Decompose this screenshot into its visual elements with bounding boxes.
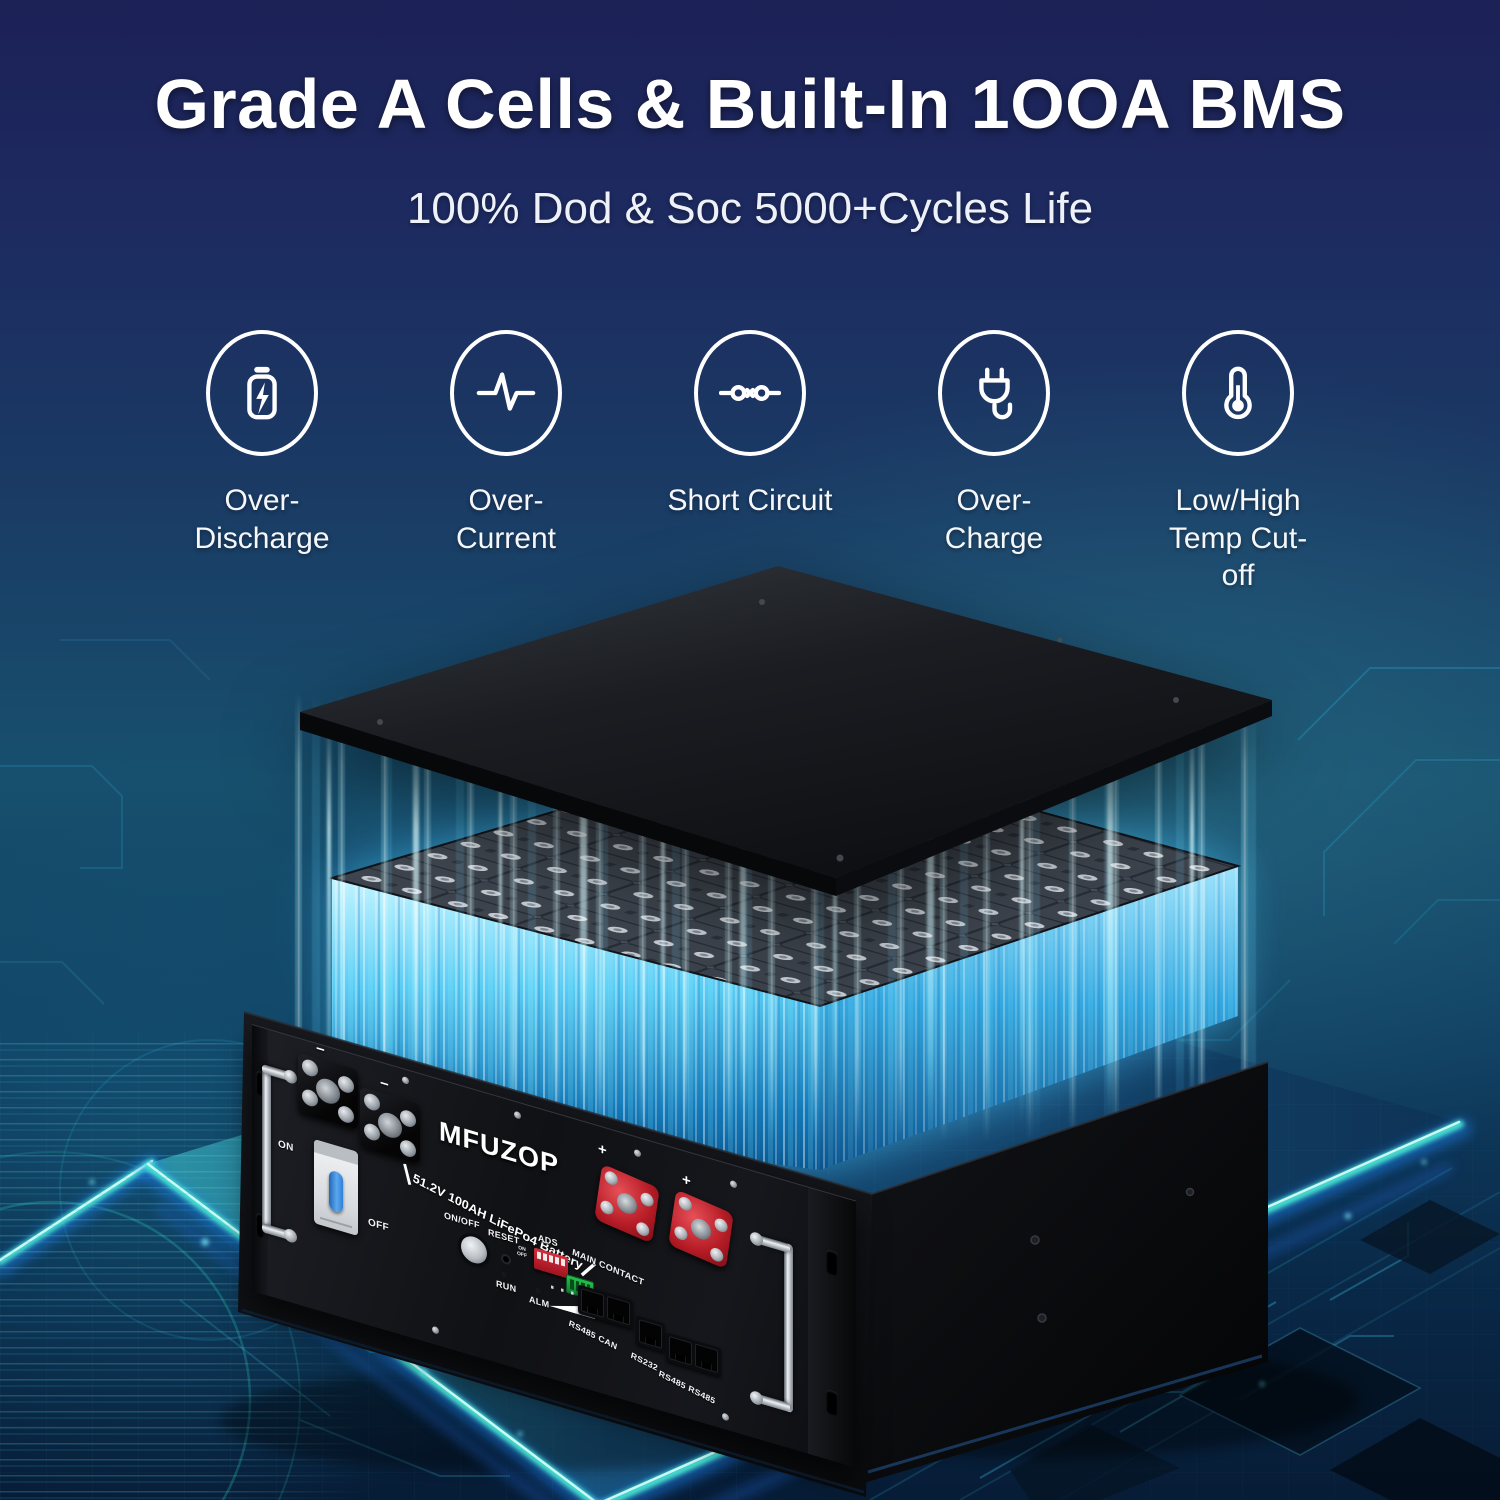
- feature-temp-cutoff: Low/High Temp Cut-off: [1116, 330, 1360, 595]
- power-button: [461, 1233, 487, 1267]
- panel-screw: [432, 1325, 439, 1335]
- handle-bar: [784, 1242, 793, 1414]
- thermometer-icon: [1182, 330, 1294, 456]
- plug-icon: [938, 330, 1050, 456]
- port-label: RS232: [629, 1350, 659, 1373]
- feature-label: Over-Current: [455, 484, 557, 555]
- handle-bar: [262, 1063, 271, 1235]
- page-title: Grade A Cells & Built-In 1OOA BMS: [154, 65, 1346, 143]
- header: Grade A Cells & Built-In 1OOA BMS 100% D…: [0, 0, 1500, 234]
- handle-arm: [758, 1234, 790, 1254]
- rack-ear-right: [808, 1187, 856, 1468]
- feature-label: Over-Charge: [944, 484, 1044, 555]
- feature-label: Over-Discharge: [194, 484, 330, 555]
- handle-mount: [284, 1227, 297, 1245]
- run-label: RUN: [496, 1278, 517, 1295]
- alm-led: [536, 1288, 540, 1294]
- rj45-jack: [639, 1319, 662, 1349]
- port-rs485-rs485: [666, 1332, 721, 1378]
- reset-hole: [503, 1255, 509, 1264]
- brand-name: MFUZOP: [439, 1115, 559, 1181]
- model-text: 51.2V 100AH LiFePo4 Battery: [403, 1163, 633, 1300]
- handle-mount: [750, 1389, 763, 1407]
- positive-sign: +: [598, 1140, 607, 1160]
- negative-sign: −: [316, 1039, 325, 1060]
- panel-screw: [634, 1148, 641, 1158]
- mount-slot: [826, 1388, 838, 1417]
- run-led: [502, 1272, 506, 1278]
- battery-discharge-icon: [206, 330, 318, 456]
- feature-over-current: Over-Current: [384, 330, 628, 595]
- breaker-off-label: OFF: [368, 1216, 389, 1235]
- rj45-jack: [581, 1288, 604, 1318]
- negative-terminal: [360, 1086, 420, 1165]
- port-rs232: [636, 1315, 665, 1353]
- panel-screw: [730, 1179, 737, 1189]
- breaker-on-label: ON: [278, 1138, 294, 1155]
- feature-short-circuit: Short Circuit: [628, 330, 872, 595]
- panel-screw: [402, 1075, 409, 1085]
- panel-screw: [722, 1412, 729, 1422]
- short-circuit-icon: [694, 330, 806, 456]
- feature-over-discharge: Over-Discharge: [140, 330, 384, 595]
- feature-label: Short Circuit: [667, 484, 833, 517]
- rj45-jack: [669, 1335, 692, 1366]
- features-row: Over-Discharge Over-Current Short Circui…: [0, 330, 1500, 595]
- breaker-switch: [314, 1139, 358, 1236]
- page-subtitle: 100% Dod & Soc 5000+Cycles Life: [406, 184, 1094, 233]
- alm-label: ALM: [529, 1294, 550, 1310]
- mount-slot: [826, 1248, 838, 1277]
- handle-mount: [284, 1068, 297, 1086]
- rj45-jack: [607, 1295, 630, 1326]
- positive-terminal: [594, 1163, 660, 1244]
- feature-label: Low/High Temp Cut-off: [1168, 484, 1308, 592]
- negative-sign: −: [380, 1074, 389, 1094]
- feature-over-charge: Over-Charge: [872, 330, 1116, 595]
- negative-terminal: [298, 1052, 358, 1130]
- pulse-icon: [450, 330, 562, 456]
- rj45-jack: [695, 1343, 718, 1374]
- handle-mount: [750, 1230, 763, 1248]
- positive-sign: +: [682, 1170, 691, 1191]
- panel-screw: [514, 1110, 521, 1120]
- positive-terminal: [668, 1189, 734, 1270]
- port-label: RS485 RS485: [657, 1368, 717, 1406]
- breaker-lever: [329, 1169, 343, 1214]
